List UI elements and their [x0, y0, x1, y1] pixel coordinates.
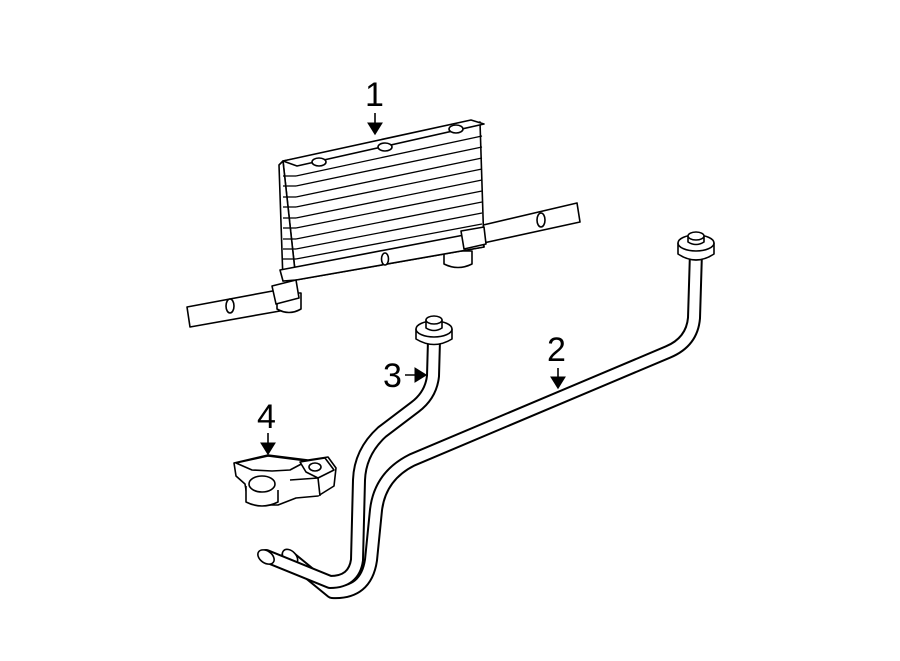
cooler-line-short — [257, 315, 453, 589]
leader-lines — [260, 113, 566, 456]
cooler-fitting-right — [443, 250, 473, 269]
callout-1: 1 — [365, 76, 384, 114]
oil-cooler — [186, 119, 581, 328]
cooler-fins — [283, 135, 483, 260]
bracket-slot-right — [536, 212, 546, 228]
line-long-fitting — [677, 231, 715, 261]
cooler-port-2 — [377, 142, 393, 152]
cooler-line-long — [281, 231, 715, 600]
cooler-port-3 — [448, 124, 464, 134]
strap-slot — [380, 252, 390, 266]
callout-4: 4 — [257, 398, 276, 436]
clamp-left — [271, 279, 300, 305]
callout-3: 3 — [383, 357, 402, 395]
clamp-right — [460, 226, 487, 250]
cooler-port-1 — [311, 157, 327, 167]
callout-2: 2 — [547, 331, 566, 369]
bracket-slot-left — [225, 298, 235, 314]
line-short-fitting — [415, 315, 453, 346]
line-clip — [233, 454, 337, 507]
